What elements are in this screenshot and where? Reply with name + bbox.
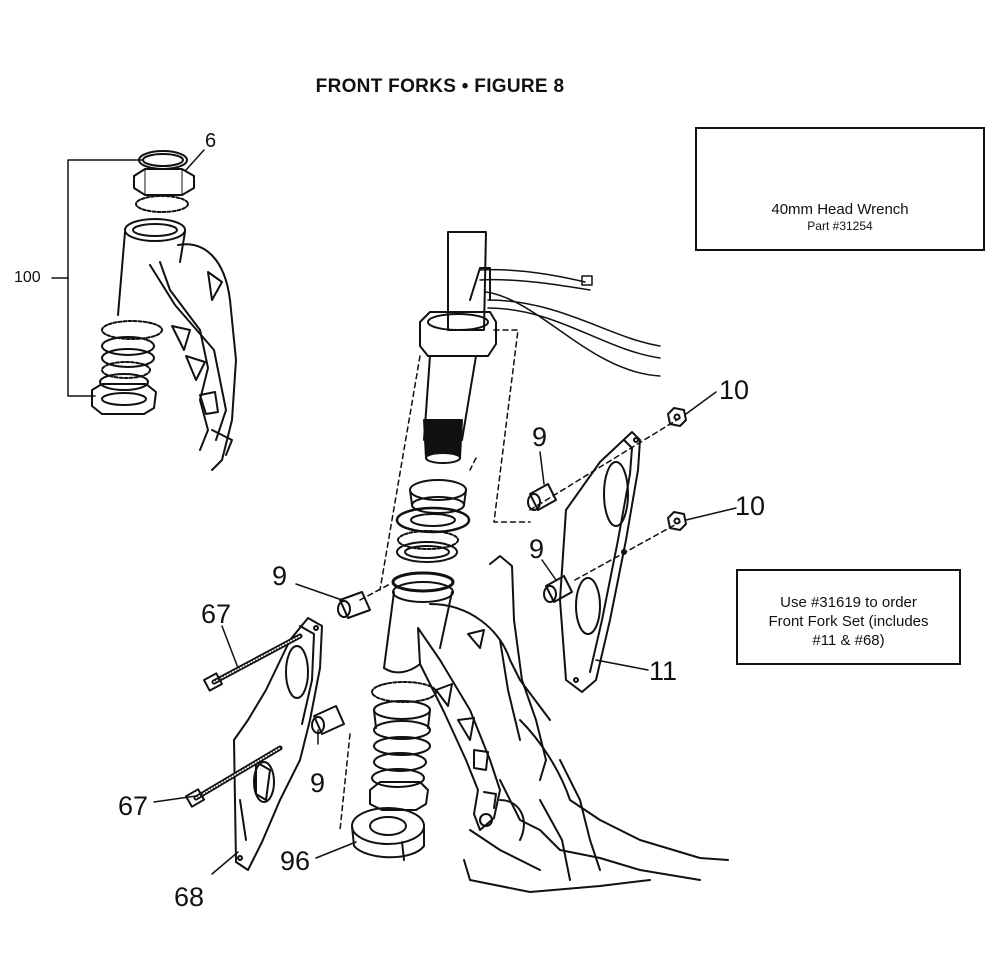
headset-inset — [51, 150, 237, 471]
wrench-part-number: Part #31254 — [807, 219, 873, 233]
callout-10-lower: 10 — [735, 491, 766, 521]
callout-11: 11 — [649, 656, 678, 686]
fork-plate-11 — [559, 431, 641, 693]
callout-9-lower-right: 9 — [529, 534, 545, 564]
callout-67-lower: 67 — [118, 791, 149, 821]
figure-title: FRONT FORKS • FIGURE 8 — [315, 76, 565, 97]
callout-leaders — [153, 149, 737, 875]
callout-67-upper: 67 — [201, 599, 232, 629]
order-note-line: #11 & #68) — [812, 632, 885, 649]
callout-68: 68 — [174, 882, 205, 912]
fork-plate-68 — [233, 617, 323, 871]
callout-100: 100 — [14, 269, 41, 286]
leader-lines — [339, 329, 681, 831]
spacers-9 — [311, 483, 573, 735]
wrench-name: 40mm Head Wrench — [771, 201, 909, 218]
callout-6: 6 — [205, 130, 217, 152]
order-note-box: Use #31619 to order Front Fork Set (incl… — [736, 569, 961, 665]
head-wrench-box: 40mm Head Wrench Part #31254 — [695, 127, 985, 251]
nuts-10 — [667, 407, 687, 531]
callout-96: 96 — [280, 846, 311, 876]
order-note-line: Use #31619 to order — [780, 594, 917, 611]
order-note: Use #31619 to order Front Fork Set (incl… — [744, 593, 953, 650]
callout-9-upper-right: 9 — [532, 422, 548, 452]
bolts-67 — [184, 633, 303, 808]
callout-10-upper: 10 — [719, 375, 750, 405]
fork-frame — [417, 555, 729, 893]
callout-9-lower-left: 9 — [310, 768, 326, 798]
order-note-line: Front Fork Set (includes — [768, 613, 929, 630]
callout-9-upper-left: 9 — [272, 561, 288, 591]
collar-96 — [351, 807, 425, 861]
steering-stem — [419, 231, 661, 464]
headset-stack — [369, 479, 471, 811]
